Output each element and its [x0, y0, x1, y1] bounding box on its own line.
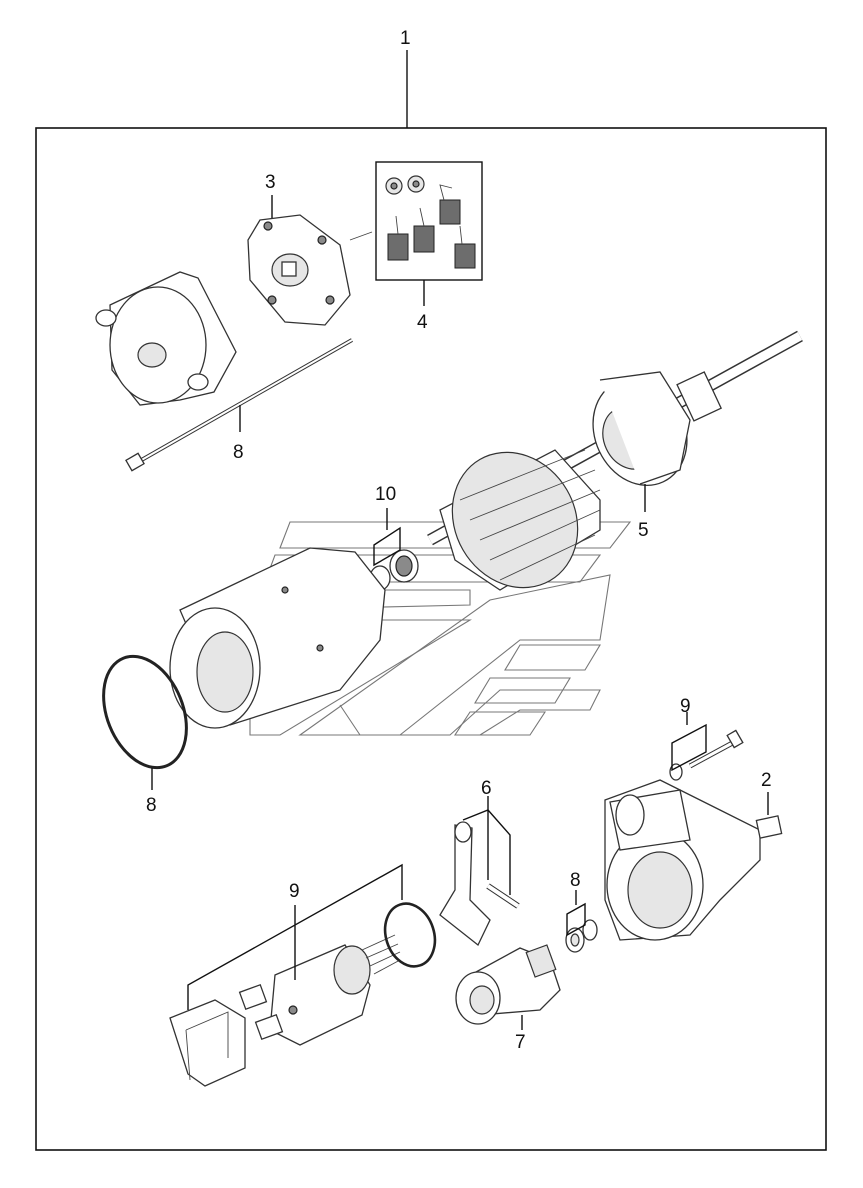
o-ring-large [102, 654, 188, 770]
through-bolt [125, 338, 353, 472]
callout-2[interactable]: 2 [761, 770, 772, 791]
callout-6[interactable]: 6 [481, 778, 492, 799]
callout-9a[interactable]: 9 [289, 881, 300, 902]
callout-leader-9a [187, 863, 403, 1010]
armature [427, 330, 803, 591]
callout-1[interactable]: 1 [400, 28, 411, 49]
bushing [755, 815, 783, 839]
solenoid [238, 934, 401, 1046]
bearing-and-washer [369, 526, 419, 591]
callout-8a[interactable]: 8 [233, 442, 244, 463]
solenoid-cover [169, 999, 246, 1087]
callout-5[interactable]: 5 [638, 520, 649, 541]
shift-lever [439, 809, 520, 947]
callout-8c[interactable]: 8 [570, 870, 581, 891]
callout-10[interactable]: 10 [375, 484, 396, 505]
callout-8b[interactable]: 8 [146, 795, 157, 816]
field-frame [169, 547, 386, 729]
drive-washers [565, 902, 598, 953]
callout-7[interactable]: 7 [515, 1032, 526, 1053]
callout-4[interactable]: 4 [417, 312, 428, 333]
callout-9b[interactable]: 9 [680, 696, 691, 717]
o-ring-solenoid [383, 902, 437, 968]
assembly-frame [35, 127, 827, 1151]
end-cap [95, 271, 237, 406]
brush-holder-plate [247, 214, 373, 326]
callout-3[interactable]: 3 [265, 172, 276, 193]
drive-housing [604, 779, 761, 941]
small-bolt-and-washer [669, 723, 744, 781]
brush-kit [375, 161, 483, 281]
pinion-drive [455, 944, 561, 1025]
